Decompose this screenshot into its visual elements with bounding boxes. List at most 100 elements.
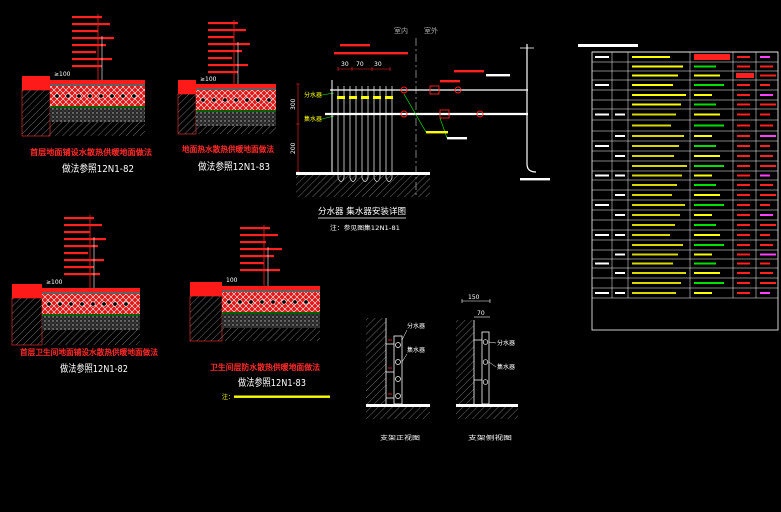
heating-pipe bbox=[255, 97, 261, 103]
table-cell-text bbox=[694, 292, 712, 294]
annotation-text-line bbox=[64, 273, 100, 276]
label-leader bbox=[401, 353, 408, 363]
annotation-text-line bbox=[208, 43, 250, 46]
table-cell-text bbox=[694, 103, 716, 106]
table-cell-text bbox=[737, 244, 750, 246]
table-cell-text bbox=[632, 253, 678, 256]
table-cell-text bbox=[737, 253, 750, 256]
bracket-front-view: 分水器 集水器 支架正视图 bbox=[366, 318, 430, 442]
pipe-clamp bbox=[482, 339, 489, 345]
floor-detail-4-drawing bbox=[189, 225, 320, 342]
table-cell-text bbox=[632, 224, 675, 226]
table-cell-text bbox=[760, 204, 770, 206]
table-cell-text bbox=[760, 174, 770, 177]
dimension-height-lower: 200 bbox=[290, 142, 297, 154]
table-cell-text bbox=[760, 94, 773, 96]
table-cell-text bbox=[760, 84, 770, 86]
floor-line bbox=[366, 404, 430, 407]
table-cell-text bbox=[760, 262, 770, 265]
dimension-top-left: 30 bbox=[341, 61, 349, 68]
table-cell-text bbox=[737, 224, 750, 226]
heating-pipe bbox=[123, 301, 129, 307]
dimension-ticks-top bbox=[337, 67, 391, 71]
table-cell-text bbox=[737, 272, 750, 274]
heating-pipe bbox=[266, 97, 272, 103]
table-cell-text bbox=[737, 292, 750, 294]
table-cell-text bbox=[632, 94, 686, 96]
annotation-text-line bbox=[208, 50, 242, 53]
table-cell-text bbox=[694, 124, 724, 127]
pipe-clamp bbox=[395, 359, 401, 365]
manifold-installation-detail: 室内 室外 30 70 30 300 200 分水器 集水器 bbox=[290, 26, 550, 232]
heating-pipe bbox=[98, 93, 104, 99]
manifold-detail-title: 分水器 集水器安装详图 bbox=[318, 206, 406, 217]
table-cell-text bbox=[694, 194, 720, 196]
table-cell-text bbox=[737, 103, 750, 106]
heating-pipe bbox=[200, 97, 206, 103]
heating-pipe bbox=[79, 301, 85, 307]
table-cell-text bbox=[760, 184, 773, 186]
detail-2-title: 地面热水散热供暖地面做法 bbox=[182, 144, 274, 154]
table-cell-text bbox=[737, 262, 750, 265]
table-cell-text bbox=[595, 56, 609, 58]
table-cell-text bbox=[632, 65, 683, 68]
fitting-label-text bbox=[426, 131, 448, 134]
annotation-text-line bbox=[64, 217, 94, 220]
floor-detail-3-drawing bbox=[11, 215, 140, 346]
bracket-arms bbox=[386, 343, 394, 399]
heating-pipe bbox=[90, 301, 96, 307]
filter-fitting bbox=[429, 85, 440, 95]
table-cell-text bbox=[760, 65, 773, 68]
annotation-text-line bbox=[208, 36, 234, 39]
annotation-text-line bbox=[208, 57, 232, 60]
annotation-text-line bbox=[64, 252, 88, 255]
bracket-side-offset-dimension: 70 bbox=[477, 310, 485, 317]
annotation-text-line bbox=[64, 266, 94, 269]
table-cell-text bbox=[737, 155, 750, 157]
outdoor-label: 室外 bbox=[424, 26, 438, 35]
table-cell-text bbox=[694, 214, 712, 216]
heating-pipe bbox=[57, 301, 63, 307]
table-cell-text bbox=[595, 174, 609, 177]
table-cell-text bbox=[760, 194, 776, 196]
table-cell-text bbox=[760, 224, 776, 226]
table-cell-text bbox=[615, 174, 625, 177]
bracket-side-view: 150 70 分水器 集水器 支架侧视图 bbox=[456, 294, 518, 442]
table-cell-text bbox=[595, 113, 609, 116]
floor-line bbox=[296, 172, 430, 175]
table-cell-text bbox=[760, 155, 773, 157]
heating-pipe-layer bbox=[50, 86, 145, 106]
base-layer bbox=[50, 122, 145, 136]
label-leader bbox=[401, 329, 408, 341]
table-cell-text bbox=[737, 113, 750, 116]
bracket-arms bbox=[474, 339, 482, 381]
heating-pipe bbox=[292, 299, 298, 305]
table-cell-text bbox=[694, 165, 724, 167]
main-valve bbox=[476, 110, 484, 118]
table-title-text bbox=[578, 44, 638, 47]
wall-section bbox=[11, 297, 43, 346]
table-cell-text bbox=[615, 194, 625, 196]
pipe-spec-label bbox=[440, 80, 460, 83]
wall-section bbox=[189, 295, 223, 342]
wall-skirting bbox=[12, 284, 42, 298]
detail-2-dimension: ≥100 bbox=[200, 76, 217, 83]
table-cell-text bbox=[632, 204, 685, 206]
annotation-text-line bbox=[240, 262, 264, 265]
fitting-label-text bbox=[447, 137, 467, 140]
table-cell-text bbox=[737, 74, 750, 77]
table-cell-text bbox=[595, 292, 609, 294]
floor-detail-4: 100 卫生间层防水散热供暖地面做法 做法参照12N1-83 注： bbox=[189, 225, 330, 401]
bracket-side-supply-label: 分水器 bbox=[497, 339, 515, 347]
pipe-spec-label bbox=[486, 74, 510, 77]
table-cell-text bbox=[694, 84, 724, 86]
heating-pipe bbox=[120, 93, 126, 99]
table-cell-text bbox=[737, 135, 750, 137]
return-manifold-label: 集水器 bbox=[304, 115, 322, 123]
annotation-text-line bbox=[240, 227, 270, 230]
table-cell-text bbox=[595, 234, 609, 236]
floor-section bbox=[366, 407, 430, 419]
table-cell-text bbox=[737, 282, 750, 284]
table-cell-text bbox=[632, 234, 670, 236]
